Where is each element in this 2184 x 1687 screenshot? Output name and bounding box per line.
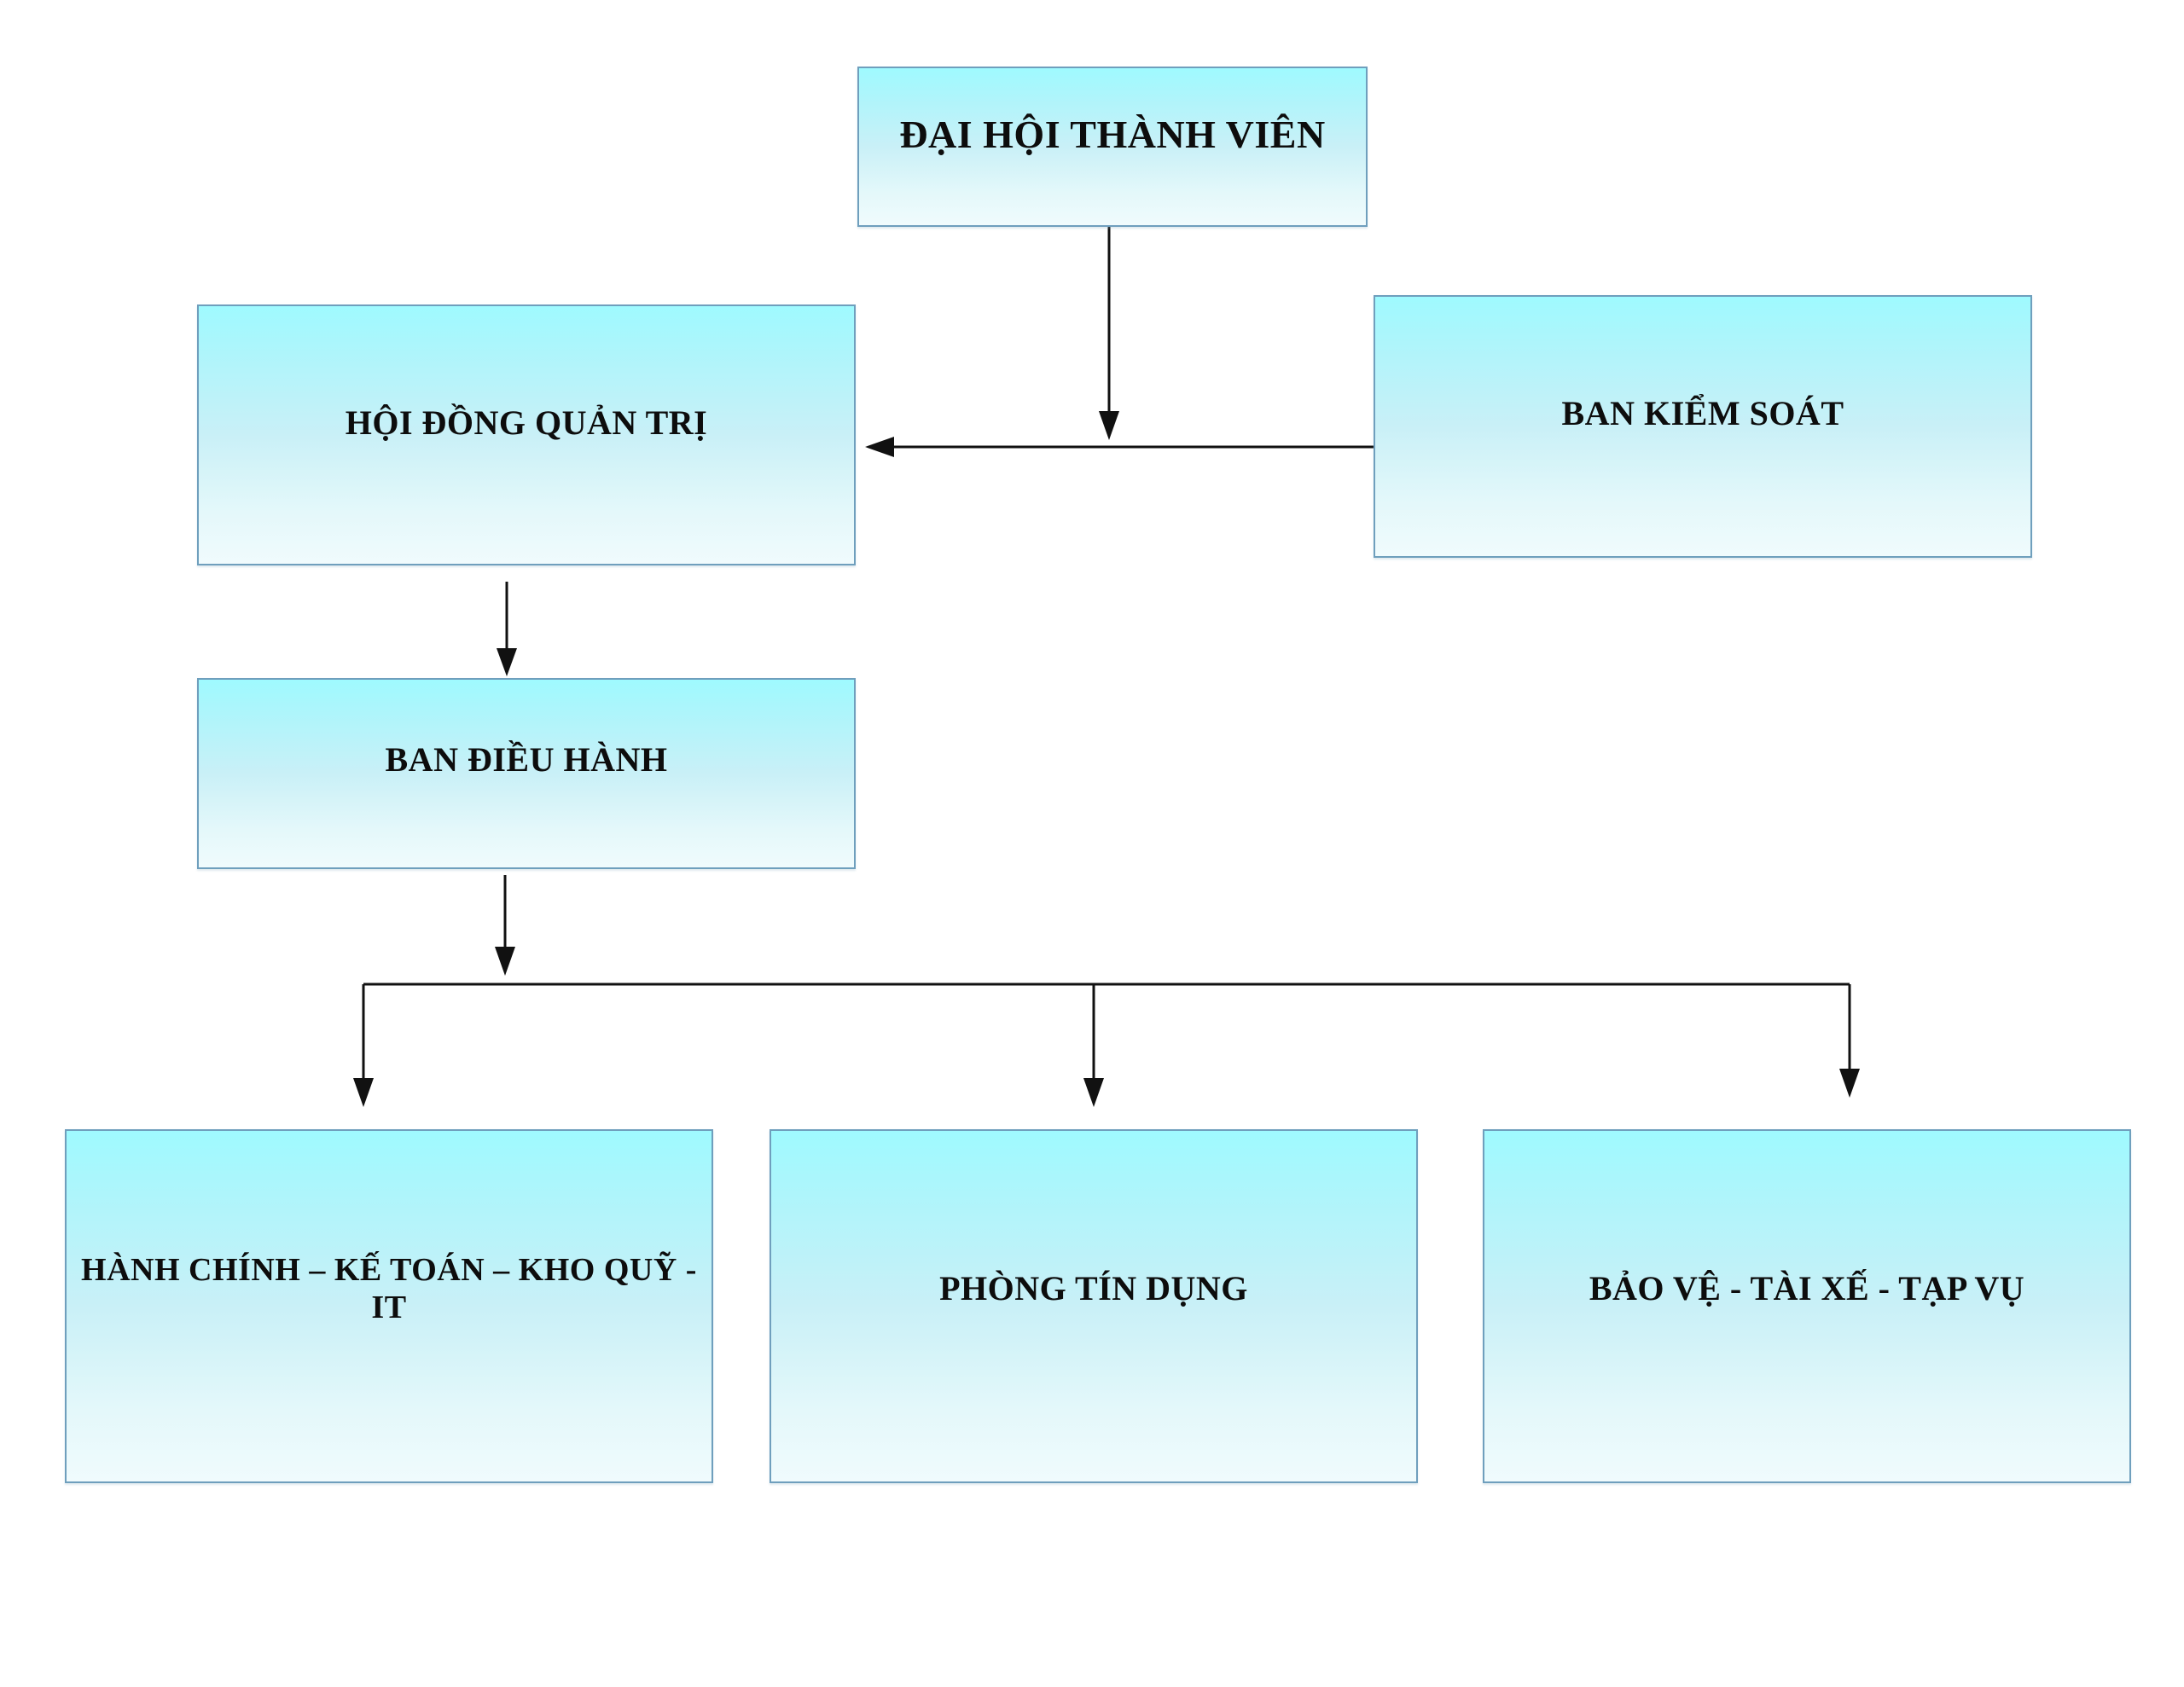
node-ban-dieu-hanh: BAN ĐIỀU HÀNH xyxy=(197,678,856,869)
node-phong-tin-dung-label: PHÒNG TÍN DỤNG xyxy=(939,1269,1248,1307)
node-hanh-chinh-ke-toan-kho-quy-it: HÀNH CHÍNH – KẾ TOÁN – KHO QUỸ - IT xyxy=(65,1129,713,1483)
arrow-branch-to-phong-tin-dung xyxy=(1083,984,1104,1107)
arrow-hoi-dong-to-ban-dieu-hanh xyxy=(497,582,517,676)
arrow-ban-dieu-hanh-down xyxy=(495,875,515,976)
node-phong-tin-dung: PHÒNG TÍN DỤNG xyxy=(770,1129,1418,1483)
node-bao-ve-label: BẢO VỆ - TÀI XẾ - TẠP VỤ xyxy=(1589,1269,2025,1307)
arrow-branch-to-bao-ve xyxy=(1839,984,1860,1098)
node-dai-hoi-thanh-vien: ĐẠI HỘI THÀNH VIÊN xyxy=(857,67,1368,227)
arrow-dai-hoi-down xyxy=(1099,227,1119,440)
node-bao-ve-tai-xe-tap-vu: BẢO VỆ - TÀI XẾ - TẠP VỤ xyxy=(1483,1129,2131,1483)
node-hoi-dong-quan-tri-label: HỘI ĐỒNG QUẢN TRỊ xyxy=(345,403,708,442)
arrow-branch-to-hanh-chinh xyxy=(353,984,374,1107)
node-hoi-dong-quan-tri: HỘI ĐỒNG QUẢN TRỊ xyxy=(197,304,856,565)
arrow-ban-kiem-soat-to-hoi-dong xyxy=(865,437,1374,457)
node-ban-kiem-soat-label: BAN KIỂM SOÁT xyxy=(1561,393,1844,432)
node-ban-kiem-soat: BAN KIỂM SOÁT xyxy=(1374,295,2032,558)
node-hanh-chinh-label: HÀNH CHÍNH – KẾ TOÁN – KHO QUỸ - IT xyxy=(81,1251,697,1325)
node-ban-dieu-hanh-label: BAN ĐIỀU HÀNH xyxy=(385,739,668,779)
node-dai-hoi-thanh-vien-label: ĐẠI HỘI THÀNH VIÊN xyxy=(899,112,1326,156)
